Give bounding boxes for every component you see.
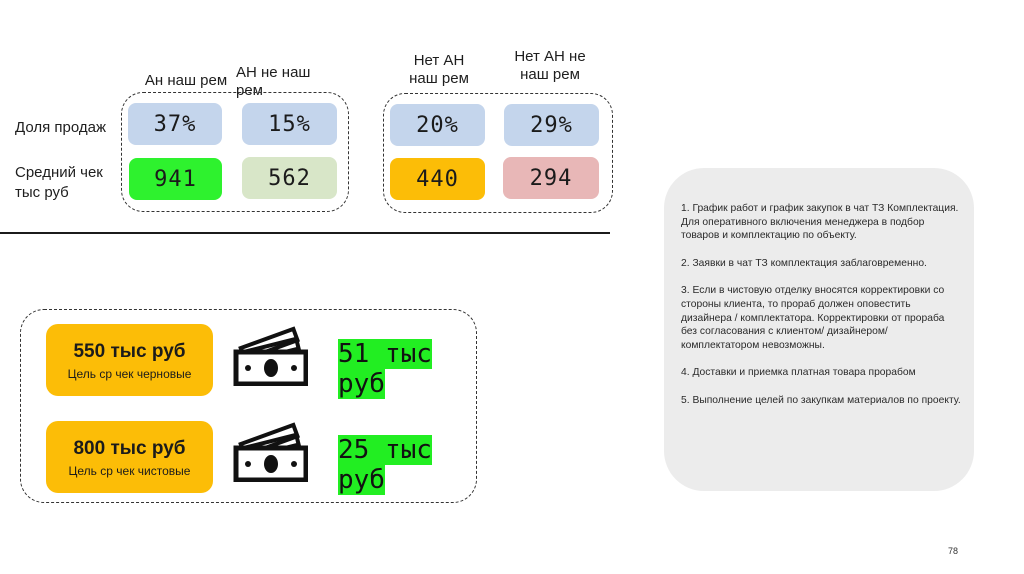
share-an-not-our: 15%: [242, 103, 337, 145]
group-no-an-outline: [383, 93, 613, 213]
money-icon: [232, 422, 309, 483]
check-an-not-our: 562: [242, 157, 337, 199]
goal-amount: 550 тыс руб: [73, 341, 186, 362]
header-an-not-our: АН не наш рем: [236, 64, 311, 99]
share-an-our: 37%: [128, 103, 222, 145]
share-no-an-not-our: 29%: [504, 104, 599, 146]
group-an-outline: [121, 92, 349, 212]
goal-result-text: 51 тыс руб: [338, 339, 432, 399]
row-label-share: Доля продаж: [15, 119, 106, 136]
goal-amount: 800 тыс руб: [73, 438, 186, 459]
goal-label: Цель ср чек чистовые: [68, 464, 191, 478]
section-divider: [0, 232, 610, 234]
note-item: 3. Если в чистовую отделку вносятся корр…: [681, 285, 945, 351]
share-no-an-our: 20%: [390, 104, 485, 146]
notes-card: 1. График работ и график закупок в чат Т…: [664, 168, 974, 491]
row-label-avg-check: Средний чек тыс руб: [15, 164, 103, 201]
goal-result-finish: 25 тыс руб: [338, 435, 456, 510]
note-item: 5. Выполнение целей по закупкам материал…: [681, 394, 961, 406]
note-item: 2. Заявки в чат ТЗ комплектация заблагов…: [681, 257, 927, 269]
check-no-an-our: 440: [390, 158, 485, 200]
goal-result-text: 25 тыс руб: [338, 435, 432, 495]
goal-card-rough: 550 тыс руб Цель ср чек черновые: [46, 324, 213, 396]
page-number: 78: [948, 546, 959, 556]
check-no-an-not-our: 294: [503, 157, 599, 199]
note-item: 4. Доставки и приемка платная товара про…: [681, 367, 916, 379]
goal-result-rough: 51 тыс руб: [338, 339, 456, 414]
goal-card-finish: 800 тыс руб Цель ср чек чистовые: [46, 421, 213, 493]
note-item: 1. График работ и график закупок в чат Т…: [681, 203, 959, 242]
goals-outline: [20, 309, 477, 503]
header-no-an-our: Нет АН наш рем: [409, 52, 469, 87]
goal-label: Цель ср чек черновые: [67, 367, 192, 381]
check-an-our: 941: [129, 158, 222, 200]
money-icon: [232, 326, 309, 387]
header-no-an-not-our: Нет АН не наш рем: [514, 48, 586, 83]
notes-list: 1. График работ и график закупок в чат Т…: [681, 202, 961, 422]
header-an-our: Ан наш рем: [144, 72, 228, 89]
